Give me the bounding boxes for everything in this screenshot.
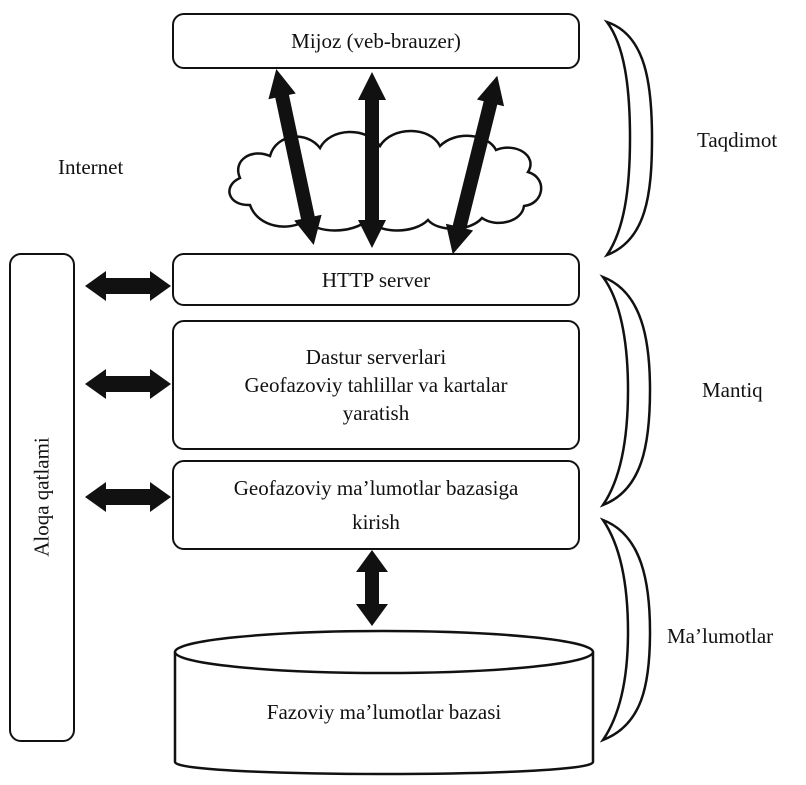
database-cylinder-icon xyxy=(173,629,595,776)
comm-app-arrow xyxy=(85,369,171,399)
comm-layer-label: Aloqa qatlami xyxy=(29,437,54,557)
app-servers-line-2: Geofazoviy tahlillar va kartalar xyxy=(244,373,508,397)
tier-data-label: Ma’lumotlar xyxy=(667,624,774,648)
app-servers-line-1: Dastur serverlari xyxy=(305,345,447,369)
presentation-brace-icon xyxy=(603,19,654,258)
client-http-arrow-right xyxy=(445,75,505,255)
tier-logic-label: Mantiq xyxy=(702,378,763,402)
data-brace-icon xyxy=(599,517,652,743)
client-box: Mijoz (veb-brauzer) xyxy=(172,13,580,69)
app-servers-line-3: yaratish xyxy=(342,401,410,425)
client-http-arrow-center xyxy=(358,72,386,248)
comm-http-arrow xyxy=(85,271,171,301)
logic-brace-icon xyxy=(599,274,652,508)
comm-access-arrow xyxy=(85,482,171,512)
db-access-box: Geofazoviy ma’lumotlar bazasiga kirish xyxy=(172,460,580,550)
database-label: Fazoviy ma’lumotlar bazasi xyxy=(266,700,502,724)
http-server-box: HTTP server xyxy=(172,253,580,306)
comm-layer-box xyxy=(9,253,75,742)
client-http-arrow-left xyxy=(268,68,322,246)
db-access-line-2: kirish xyxy=(352,510,400,534)
http-server-label: HTTP server xyxy=(321,267,431,292)
client-label: Mijoz (veb-brauzer) xyxy=(291,29,461,53)
tier-presentation-label: Taqdimot xyxy=(697,128,778,152)
internet-label: Internet xyxy=(58,155,124,179)
internet-cloud-icon xyxy=(228,129,543,232)
access-db-arrow xyxy=(356,550,388,626)
app-servers-box: Dastur serverlari Geofazoviy tahlillar v… xyxy=(172,320,580,450)
db-access-line-1: Geofazoviy ma’lumotlar bazasiga xyxy=(233,476,519,500)
